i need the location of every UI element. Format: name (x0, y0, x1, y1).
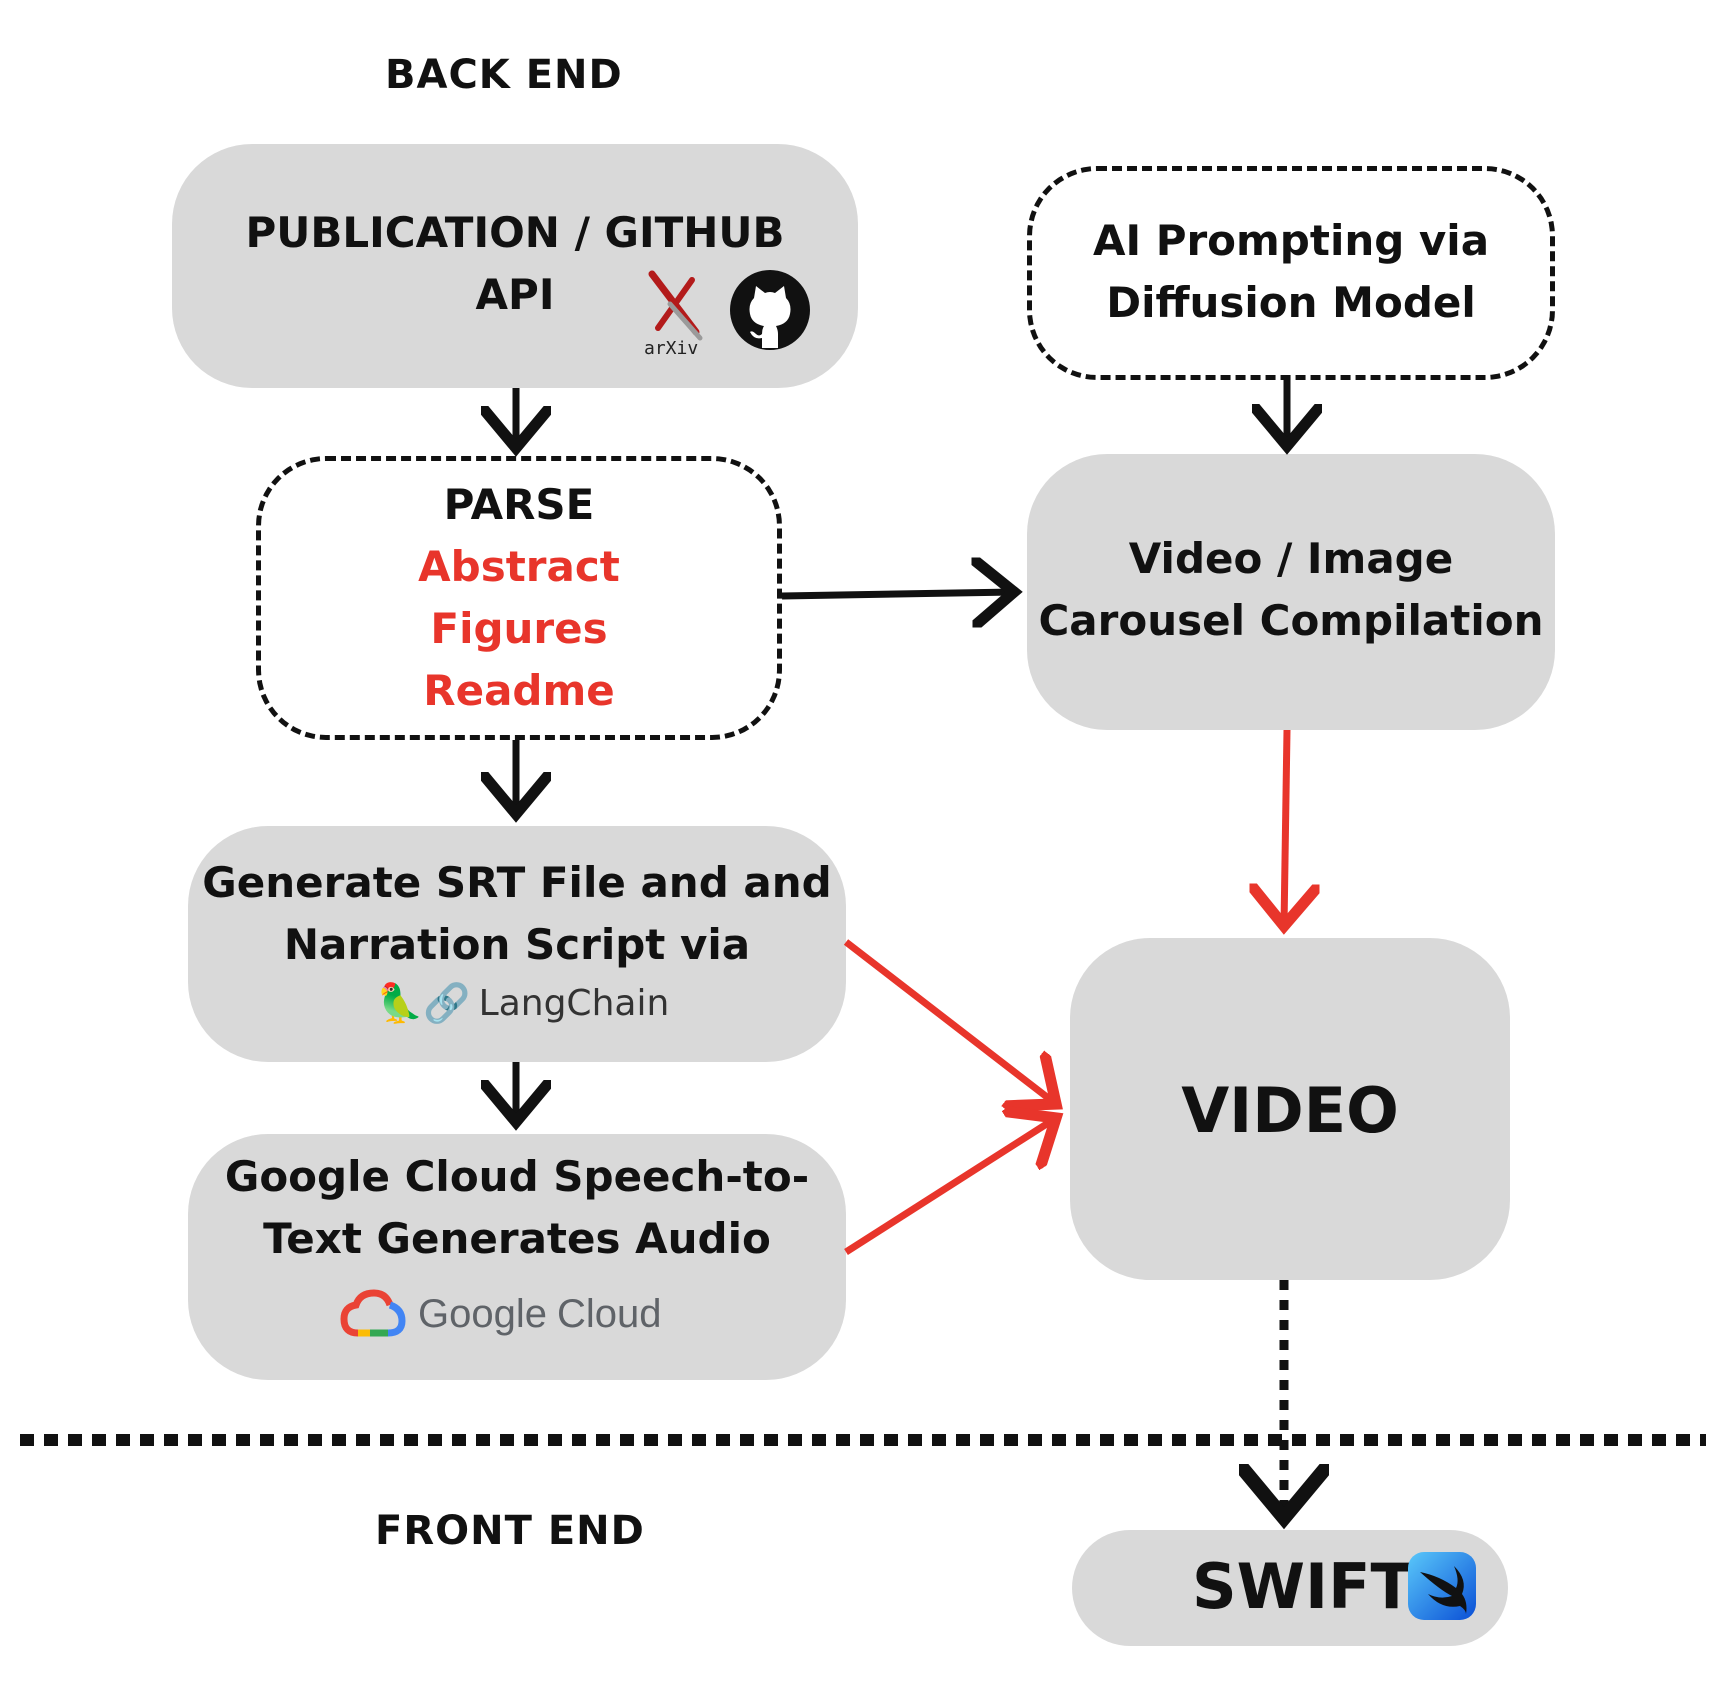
google-cloud-cloud: Cloud (556, 1291, 662, 1336)
parse-item-readme: Readme (423, 666, 615, 715)
srt-line1: Generate SRT File and and (202, 858, 832, 907)
frontend-label: FRONT END (375, 1508, 645, 1554)
arxiv-label: arXiv (644, 338, 699, 359)
ai-prompting-line1: AI Prompting via (1092, 216, 1490, 265)
parse-title: PARSE (443, 480, 595, 529)
source-title-line2: API (475, 270, 555, 319)
compilation-line2: Carousel Compilation (1038, 596, 1544, 645)
backend-label: BACK END (385, 52, 623, 98)
source-node (172, 144, 858, 388)
srt-node (188, 826, 846, 1062)
swift-label: SWIFT (1192, 1550, 1413, 1623)
tts-node (188, 1134, 846, 1380)
parse-node (256, 456, 782, 740)
source-title-line1: PUBLICATION / GITHUB (245, 208, 785, 257)
parse-item-abstract: Abstract (418, 542, 620, 591)
arxiv-logo-icon: arXiv (640, 268, 710, 359)
github-icon (728, 268, 812, 352)
google-cloud-google: Google (418, 1291, 547, 1336)
ai-prompting-node (1027, 166, 1555, 380)
tts-line1: Google Cloud Speech-to- (224, 1152, 810, 1201)
swift-icon (1406, 1550, 1478, 1622)
langchain-icon: 🦜🔗 LangChain (376, 978, 669, 1028)
compilation-node (1027, 454, 1555, 730)
ai-prompting-line2: Diffusion Model (1106, 278, 1476, 327)
google-cloud-icon: Google Cloud (340, 1284, 662, 1344)
video-label: VIDEO (1181, 1074, 1399, 1147)
video-node (1070, 938, 1510, 1280)
srt-line2: Narration Script via (283, 920, 751, 969)
tts-line2: Text Generates Audio (263, 1214, 771, 1263)
parse-item-figures: Figures (430, 604, 608, 653)
langchain-emoji: 🦜🔗 (376, 980, 471, 1025)
langchain-label: LangChain (478, 982, 670, 1024)
compilation-line1: Video / Image (1128, 534, 1454, 583)
